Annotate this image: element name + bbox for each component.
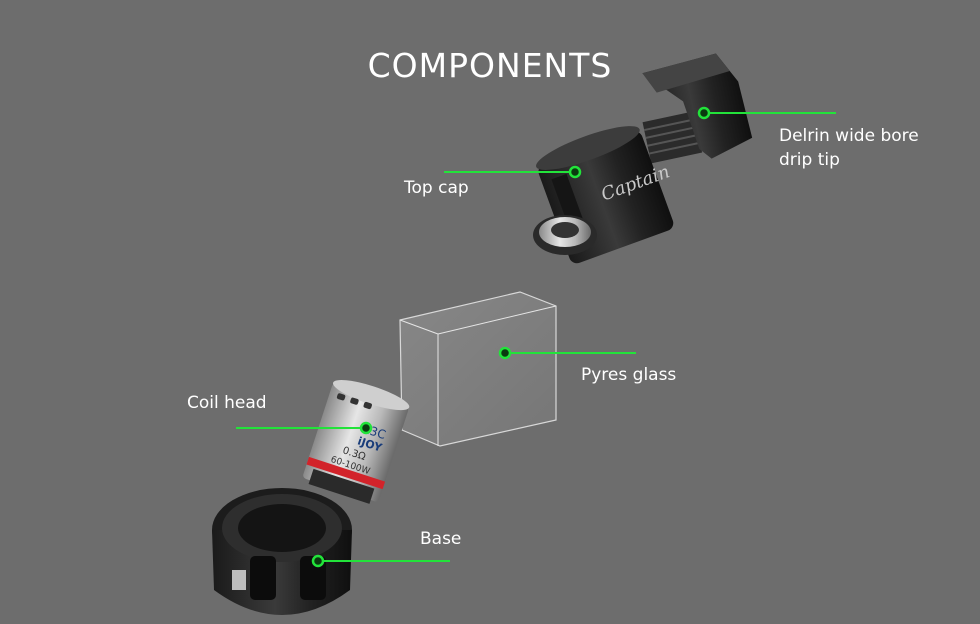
pyrex-glass-part (399, 291, 557, 447)
base-part (212, 488, 352, 615)
top-cap-thread (533, 215, 597, 255)
callout-coil-head (236, 421, 373, 435)
drip-tip-part (642, 53, 753, 164)
callout-base (311, 554, 450, 568)
callout-top-cap (444, 165, 582, 179)
drip-tip-label: Delrin wide bore drip tip (779, 124, 919, 172)
callout-drip-tip (697, 106, 836, 120)
base-label: Base (420, 529, 462, 549)
coil-head-label: Coil head (187, 393, 267, 413)
top-cap-label: Top cap (404, 178, 469, 198)
glass-label: Pyres glass (581, 365, 677, 385)
callout-glass (498, 346, 636, 360)
drip-tip-label-line2: drip tip (779, 150, 840, 170)
page-title: COMPONENTS (367, 46, 613, 85)
drip-tip-label-line1: Delrin wide bore (779, 126, 919, 146)
coil-head-part: X3C iJOY 0.3Ω 60-100W (303, 379, 410, 504)
